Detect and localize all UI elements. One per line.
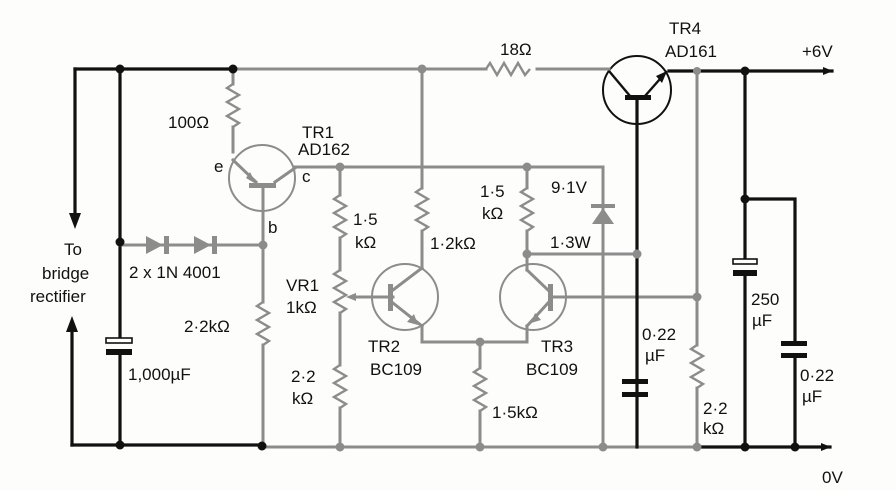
diode-pair xyxy=(146,236,217,254)
label-250uf-2: µF xyxy=(752,311,772,330)
resistor-2k2-divider xyxy=(331,364,349,409)
label-vr1-value: 1kΩ xyxy=(286,298,317,317)
label-2k2-divider-1: 2·2 xyxy=(291,367,316,386)
resistor-1k5-tr3 xyxy=(518,187,536,232)
label-0-22uf-b-1: 0·22 xyxy=(800,366,834,385)
label-2k2-right-1: 2·2 xyxy=(703,399,728,418)
label-1k5-tr3-1: 1·5 xyxy=(480,182,505,201)
resistor-2k2-right xyxy=(688,344,706,389)
transistor-tr2 xyxy=(371,263,482,344)
label-tr3-name: TR3 xyxy=(541,337,573,356)
label-18ohm: 18Ω xyxy=(500,40,532,59)
label-1k5-divider-1: 1·5 xyxy=(353,210,378,229)
label-2k2-left: 2·2kΩ xyxy=(184,317,230,336)
zener-diode xyxy=(591,204,615,224)
label-0-22uf-a-2: µF xyxy=(645,346,665,365)
input-wiring xyxy=(66,67,264,447)
label-1k5-divider-2: kΩ xyxy=(355,233,376,252)
resistor-1k2 xyxy=(413,187,431,232)
transistor-tr4 xyxy=(602,55,672,449)
label-tr1-emitter: e xyxy=(214,157,223,176)
arrow-down-icon xyxy=(69,213,81,229)
label-zener-voltage: 9·1V xyxy=(551,178,588,197)
resistor-1k5-tail xyxy=(471,367,489,412)
label-100ohm: 100Ω xyxy=(168,113,209,132)
resistor-18ohm xyxy=(485,60,531,78)
label-rectifier: rectifier xyxy=(30,287,86,306)
resistor-2k2-left xyxy=(254,301,272,346)
resistor-100ohm xyxy=(224,83,242,128)
label-plus-6v: +6V xyxy=(802,42,833,61)
label-vr1-name: VR1 xyxy=(286,276,319,295)
resistor-1k5-divider xyxy=(331,194,349,239)
label-0-22uf-a-1: 0·22 xyxy=(642,325,676,344)
label-tr1-base: b xyxy=(268,218,277,237)
transistor-tr1 xyxy=(228,144,605,247)
label-0v: 0V xyxy=(822,468,843,487)
capacitor-0-22uf-a xyxy=(622,379,648,384)
capacitor-250uf xyxy=(732,258,758,265)
label-tr1-name: TR1 xyxy=(302,123,334,142)
label-1k5-tail: 1·5kΩ xyxy=(492,403,538,422)
label-2k2-divider-2: kΩ xyxy=(292,389,313,408)
junction-dots xyxy=(115,64,800,452)
label-to: To xyxy=(64,240,82,259)
label-1k2: 1·2kΩ xyxy=(430,234,476,253)
label-tr2-name: TR2 xyxy=(368,337,400,356)
label-tr4-name: TR4 xyxy=(669,19,701,38)
capacitor-1000uf xyxy=(105,337,133,355)
label-diodes: 2 x 1N 4001 xyxy=(129,263,221,282)
label-2k2-right-2: kΩ xyxy=(703,419,724,438)
label-0-22uf-b-2: µF xyxy=(802,387,822,406)
label-1000uf: 1,000µF xyxy=(128,365,191,384)
capacitor-0-22uf-b xyxy=(781,341,807,346)
arrow-up-icon xyxy=(66,316,78,332)
label-250uf-1: 250 xyxy=(751,290,779,309)
label-tr3-part: BC109 xyxy=(526,360,578,379)
label-tr1-part: AD162 xyxy=(298,140,350,159)
label-zener-power: 1·3W xyxy=(550,233,591,252)
label-tr1-collector: c xyxy=(302,167,311,186)
label-1k5-tr3-2: kΩ xyxy=(482,204,503,223)
label-tr2-part: BC109 xyxy=(370,360,422,379)
label-bridge: bridge xyxy=(42,264,89,283)
potentiometer-vr1 xyxy=(331,269,349,314)
transistor-tr3 xyxy=(478,263,697,344)
label-tr4-part: AD161 xyxy=(665,42,717,61)
